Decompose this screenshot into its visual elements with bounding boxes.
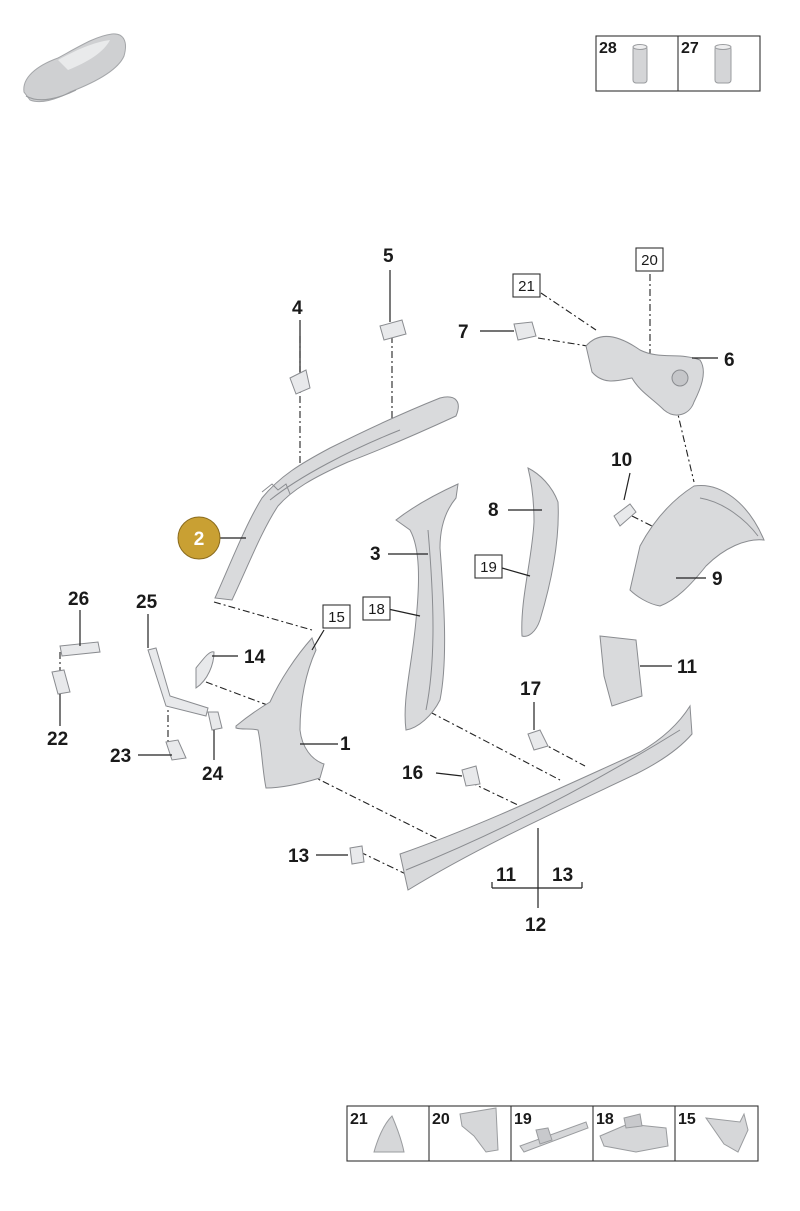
part-1-a-pillar-lower[interactable] bbox=[235, 637, 325, 789]
callout-12[interactable]: 12 bbox=[525, 915, 546, 936]
callout-23[interactable]: 23 bbox=[110, 746, 131, 767]
part-16-bracket[interactable] bbox=[461, 765, 481, 787]
callout-1[interactable]: 1 bbox=[340, 734, 351, 755]
car-thumbnail-icon bbox=[23, 33, 126, 103]
callout-10[interactable]: 10 bbox=[611, 450, 632, 471]
boxed-ref-21[interactable]: 21 bbox=[512, 273, 541, 298]
legend-num-28: 28 bbox=[599, 40, 617, 57]
boxed-ref-15[interactable]: 15 bbox=[322, 604, 351, 629]
callout-8[interactable]: 8 bbox=[488, 500, 499, 521]
part-25-bracket[interactable] bbox=[147, 647, 209, 717]
svg-text:15: 15 bbox=[328, 609, 345, 626]
assembly-lines bbox=[59, 274, 695, 877]
callout-24[interactable]: 24 bbox=[202, 764, 224, 785]
boxed-ref-19[interactable]: 19 bbox=[474, 554, 503, 579]
callout-7[interactable]: 7 bbox=[458, 322, 469, 343]
part-6-rear-bracket[interactable] bbox=[585, 335, 704, 416]
boxed-refs: 15 18 19 20 21 bbox=[322, 247, 664, 629]
top-legend: 28 27 bbox=[595, 35, 761, 92]
boxed-ref-20[interactable]: 20 bbox=[635, 247, 664, 272]
part-11-panel[interactable] bbox=[599, 635, 643, 707]
callout-16[interactable]: 16 bbox=[402, 763, 423, 784]
callout-13[interactable]: 13 bbox=[288, 846, 309, 867]
svg-text:19: 19 bbox=[480, 559, 497, 576]
part-26-bracket[interactable] bbox=[59, 641, 101, 657]
svg-text:18: 18 bbox=[368, 601, 385, 618]
callout-25[interactable]: 25 bbox=[136, 592, 158, 613]
callout-6[interactable]: 6 bbox=[724, 350, 735, 371]
svg-text:20: 20 bbox=[641, 252, 658, 269]
callout-labels: 1 3 4 5 6 7 8 9 10 11 11 13 12 13 14 16 … bbox=[47, 246, 735, 936]
part-24-bracket[interactable] bbox=[207, 711, 223, 731]
part-22-bracket[interactable] bbox=[51, 669, 71, 695]
boxed-ref-18[interactable]: 18 bbox=[362, 596, 391, 621]
legend-num-21: 21 bbox=[350, 1111, 368, 1128]
legend-part-18-icon bbox=[599, 1113, 669, 1153]
callout-4[interactable]: 4 bbox=[292, 298, 303, 319]
callout-3[interactable]: 3 bbox=[370, 544, 381, 565]
part-7-clip[interactable] bbox=[513, 321, 537, 341]
part-17-bracket[interactable] bbox=[527, 729, 549, 751]
legend-num-18: 18 bbox=[596, 1111, 614, 1128]
part-3-b-pillar[interactable] bbox=[395, 483, 459, 731]
part-9-wheel-arch[interactable] bbox=[629, 485, 765, 607]
callout-14[interactable]: 14 bbox=[244, 647, 266, 668]
callout-22[interactable]: 22 bbox=[47, 729, 68, 750]
callout-11-sub[interactable]: 11 bbox=[496, 865, 517, 886]
part-2-roof-rail[interactable] bbox=[214, 396, 459, 601]
legend-num-15: 15 bbox=[678, 1111, 696, 1128]
bottom-legend: 21 20 19 18 15 bbox=[346, 1105, 759, 1162]
part-13-bracket[interactable] bbox=[349, 845, 365, 865]
callout-9[interactable]: 9 bbox=[712, 569, 723, 590]
legend-part-15-icon bbox=[704, 1112, 749, 1153]
callout-26[interactable]: 26 bbox=[68, 589, 89, 610]
legend-num-20: 20 bbox=[432, 1111, 450, 1128]
callout-2-highlight[interactable]: 2 bbox=[177, 516, 221, 560]
part-14-bracket[interactable] bbox=[195, 651, 215, 689]
part-12-sill[interactable] bbox=[399, 704, 693, 891]
legend-part-20-icon bbox=[459, 1107, 499, 1153]
pin-part-28-icon bbox=[632, 44, 648, 84]
pin-part-27-icon bbox=[714, 44, 732, 84]
leader-lines bbox=[59, 270, 718, 908]
callout-13-sub[interactable]: 13 bbox=[552, 865, 573, 886]
legend-num-19: 19 bbox=[514, 1111, 532, 1128]
legend-num-27: 27 bbox=[681, 40, 699, 57]
legend-part-21-icon bbox=[373, 1115, 405, 1153]
svg-text:21: 21 bbox=[518, 278, 535, 295]
part-23-bracket[interactable] bbox=[165, 739, 187, 761]
part-5-bracket[interactable] bbox=[379, 319, 407, 341]
part-10-strip[interactable] bbox=[613, 503, 637, 527]
legend-part-19-icon bbox=[519, 1121, 589, 1153]
part-8-c-pillar[interactable] bbox=[521, 467, 559, 637]
part-4-bracket[interactable] bbox=[289, 369, 311, 395]
callout-11[interactable]: 11 bbox=[677, 657, 698, 678]
callout-5[interactable]: 5 bbox=[383, 246, 394, 267]
callout-2-label: 2 bbox=[194, 529, 205, 550]
callout-17[interactable]: 17 bbox=[520, 679, 541, 700]
